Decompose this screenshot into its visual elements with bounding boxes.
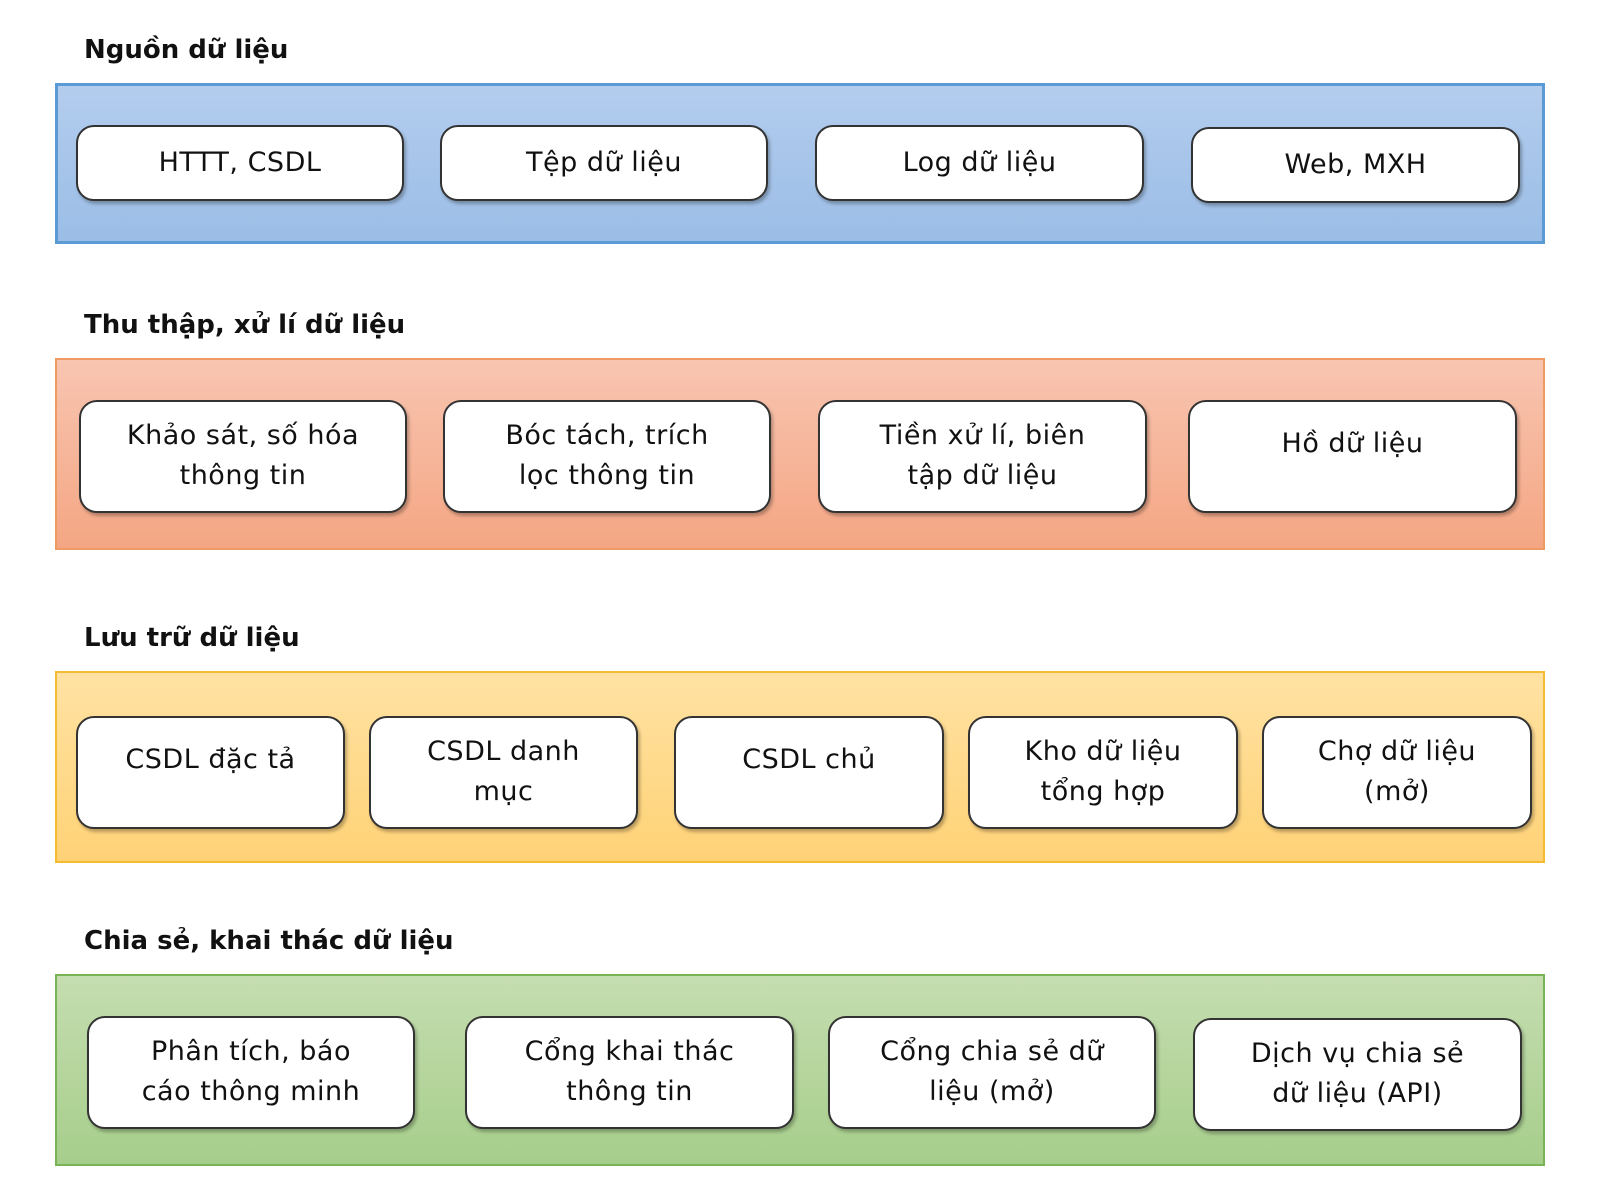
box-phan-tich-bao-cao[interactable]: Phân tích, báo cáo thông minh — [87, 1016, 415, 1129]
box-khao-sat-so-hoa[interactable]: Khảo sát, số hóa thông tin — [79, 400, 407, 513]
layer-title-data-sources: Nguồn dữ liệu — [84, 35, 289, 65]
box-web-mxh[interactable]: Web, MXH — [1191, 127, 1520, 203]
box-kho-du-lieu-tong-hop[interactable]: Kho dữ liệu tổng hợp — [968, 716, 1238, 829]
box-httt-csdl[interactable]: HTTT, CSDL — [76, 125, 404, 201]
box-csdl-chu[interactable]: CSDL chủ — [674, 716, 944, 829]
layer-title-data-storage: Lưu trữ dữ liệu — [84, 623, 300, 653]
layer-title-sharing-exploitation: Chia sẻ, khai thác dữ liệu — [84, 926, 454, 956]
box-cong-khai-thac-thong-tin[interactable]: Cổng khai thác thông tin — [465, 1016, 794, 1129]
box-csdl-dac-ta[interactable]: CSDL đặc tả — [76, 716, 345, 829]
box-tien-xu-li-bien-tap[interactable]: Tiền xử lí, biên tập dữ liệu — [818, 400, 1147, 513]
box-ho-du-lieu[interactable]: Hồ dữ liệu — [1188, 400, 1517, 513]
box-cho-du-lieu-mo[interactable]: Chợ dữ liệu (mở) — [1262, 716, 1532, 829]
box-tep-du-lieu[interactable]: Tệp dữ liệu — [440, 125, 768, 201]
box-cong-chia-se-du-lieu[interactable]: Cổng chia sẻ dữ liệu (mở) — [828, 1016, 1156, 1129]
box-boc-tach-trich-loc[interactable]: Bóc tách, trích lọc thông tin — [443, 400, 771, 513]
layer-title-collection-processing: Thu thập, xử lí dữ liệu — [84, 310, 406, 340]
box-csdl-danh-muc[interactable]: CSDL danh mục — [369, 716, 638, 829]
box-dich-vu-chia-se-api[interactable]: Dịch vụ chia sẻ dữ liệu (API) — [1193, 1018, 1522, 1131]
box-log-du-lieu[interactable]: Log dữ liệu — [815, 125, 1144, 201]
